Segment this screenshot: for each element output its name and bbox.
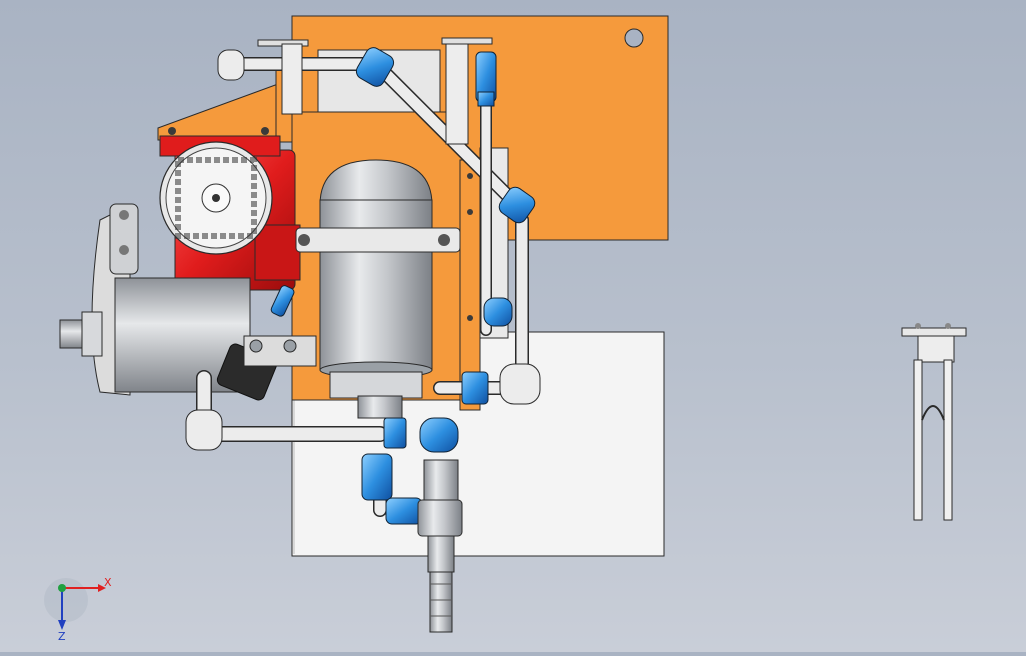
top-mounting-studs: [257, 37, 493, 145]
outlet-valve[interactable]: [417, 459, 463, 633]
filter-canister[interactable]: [295, 159, 461, 419]
z-axis-label: Z: [58, 630, 66, 643]
blue-fittings[interactable]: [270, 45, 538, 525]
x-axis-label: X: [104, 576, 112, 589]
filter-clamp: [295, 227, 461, 253]
motor-fan-cover: [159, 141, 273, 255]
electric-motor[interactable]: [159, 135, 301, 291]
fork-component[interactable]: [901, 323, 967, 521]
spin-on-oil-filter[interactable]: [216, 335, 317, 402]
pipe-elbows: [185, 49, 541, 451]
axis-triad: X Z: [44, 576, 112, 643]
